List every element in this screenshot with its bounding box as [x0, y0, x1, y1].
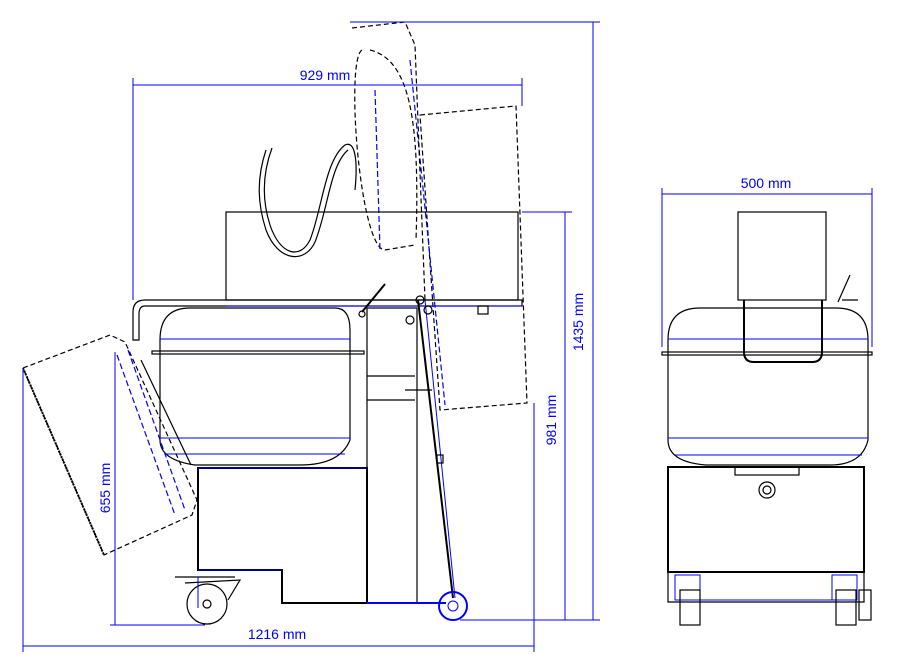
tilted-bowl	[22, 334, 198, 556]
dimension-head-depth: 929 mm	[300, 67, 351, 83]
raised-head-outline	[419, 105, 528, 411]
front-wheel-left	[679, 589, 701, 626]
front-handle	[743, 300, 823, 363]
dimension-bowl-height: 981 mm	[543, 395, 559, 446]
front-view	[661, 211, 873, 626]
side-view	[22, 21, 528, 625]
bowl-rim	[151, 350, 365, 355]
dimension-tilted-bowl-height: 655 mm	[97, 463, 113, 514]
machine-base	[197, 467, 368, 604]
front-dimension-lines	[661, 188, 873, 347]
dimension-width: 500 mm	[741, 175, 792, 191]
rear-wheel	[438, 591, 468, 621]
dimension-total-length: 1216 mm	[248, 626, 306, 642]
front-base	[667, 466, 865, 573]
tilt-frame	[417, 299, 454, 599]
caster-wheel	[175, 576, 242, 625]
dimension-total-height: 1435 mm	[570, 293, 586, 351]
front-head	[737, 211, 827, 301]
front-wheel-right	[835, 589, 857, 626]
front-bowl	[667, 307, 869, 466]
lid-arm	[351, 21, 426, 301]
hose	[258, 143, 357, 258]
bowl	[159, 307, 351, 466]
side-dimension-lines	[22, 21, 600, 652]
